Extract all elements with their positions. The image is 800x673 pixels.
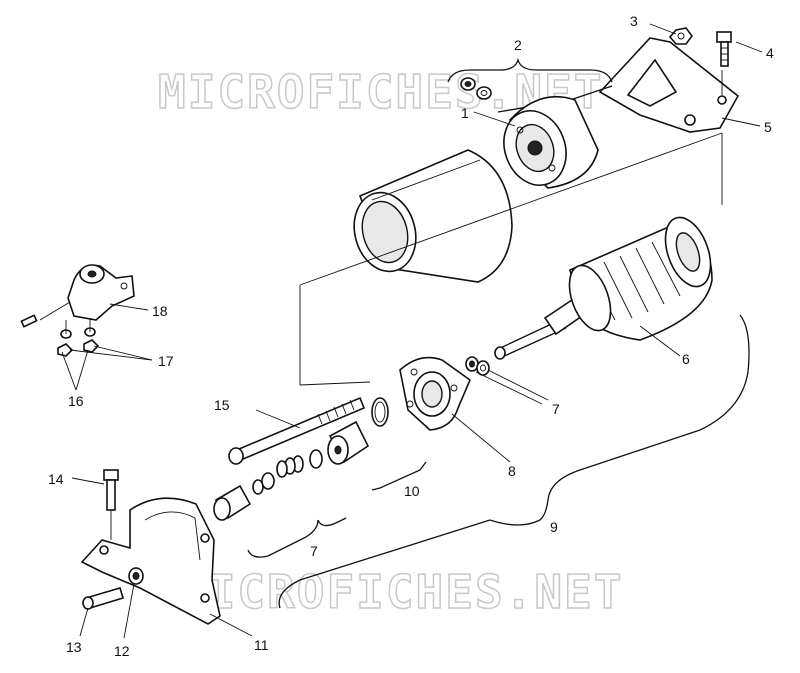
armature-part-6 [494,216,713,360]
solenoid-part-18 [20,264,135,328]
washer-part-12 [128,567,144,585]
callout-7-upper: 7 [552,401,560,417]
alignment-lines [299,70,723,386]
callout-15: 15 [214,397,230,413]
drive-end-plate-part-8 [399,356,471,431]
bolt-part-4 [716,31,732,67]
leader-lines [61,23,763,639]
springs-and-collars [213,449,323,521]
callout-1: 1 [461,105,469,121]
nuts-washers-16-17 [57,318,100,357]
callout-16: 16 [68,393,84,409]
callout-6: 6 [682,351,690,367]
field-housing [353,149,513,283]
washers-part-2 [460,77,492,100]
group-brackets [247,57,750,609]
callout-11: 11 [254,637,269,653]
callout-7-lower: 7 [310,543,318,559]
callout-5: 5 [764,119,772,135]
callout-10: 10 [404,483,420,499]
nut-part-3 [668,27,693,45]
through-bolt-part-15 [228,396,366,465]
watermark-bottom: MICROFICHES.NET [178,565,623,619]
washers-part-7-upper [465,356,490,376]
callout-9: 9 [550,519,558,535]
callout-18: 18 [152,303,168,319]
callout-4: 4 [766,45,774,61]
callout-14: 14 [48,471,64,487]
drive-ring-part-10 [371,397,389,427]
bolt-part-14 [103,469,119,540]
callout-13: 13 [66,639,82,655]
callout-3: 3 [630,13,638,29]
mounting-bracket-part-11 [80,497,221,625]
pinion-gear [327,420,370,465]
callout-8: 8 [508,463,516,479]
mounting-bracket-top [598,37,740,133]
callout-2: 2 [514,37,522,53]
callout-17: 17 [158,353,174,369]
bolt-part-13 [82,587,124,610]
end-cap-part-1 [497,85,613,189]
callout-12: 12 [114,643,130,659]
